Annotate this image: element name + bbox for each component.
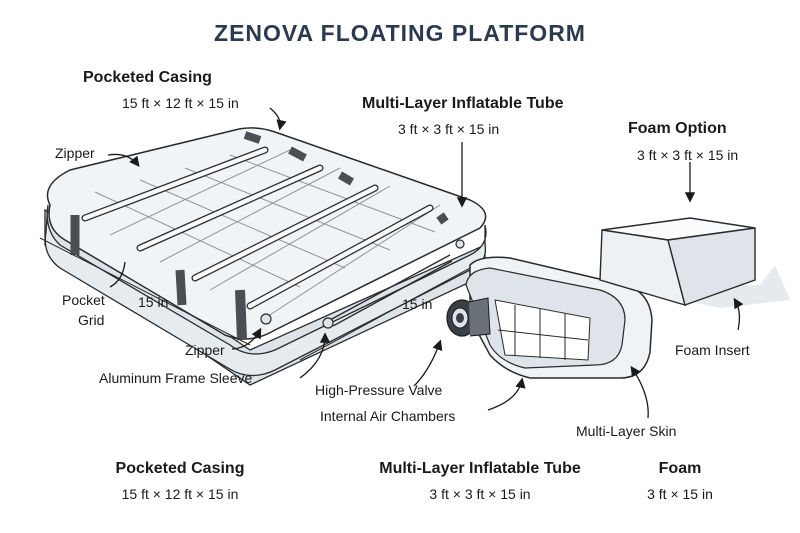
- chambers-label: Internal Air Chambers: [320, 408, 456, 424]
- frame-sleeve-label: Aluminum Frame Sleeve: [99, 370, 253, 386]
- grid-label: Grid: [78, 312, 105, 328]
- zipper-top-label: Zipper: [55, 145, 95, 161]
- valve-label: High-Pressure Valve: [315, 382, 443, 398]
- summary-foam-dims: 3 ft × 15 in: [647, 486, 713, 502]
- diagram-title: ZENOVA FLOATING PLATFORM: [214, 20, 586, 46]
- tube-callout-dims: 3 ft × 3 ft × 15 in: [398, 121, 500, 137]
- depth-left-label: 15 in: [138, 294, 169, 310]
- foam-block-drawing: [599, 217, 790, 308]
- zipper-bottom-label: Zipper: [185, 342, 225, 358]
- casing-callout-dims: 15 ft × 12 ft × 15 in: [122, 95, 239, 111]
- summary-tube-dims: 3 ft × 3 ft × 15 in: [429, 486, 531, 502]
- foam-insert-label: Foam Insert: [675, 342, 750, 358]
- pocketed-casing-drawing: [39, 127, 487, 386]
- foam-callout-dims: 3 ft × 3 ft × 15 in: [637, 147, 739, 163]
- foam-callout-title: Foam Option: [628, 120, 727, 137]
- pocket-label: Pocket: [62, 292, 105, 308]
- casing-callout-title: Pocketed Casing: [83, 69, 212, 86]
- tube-callout-title: Multi-Layer Inflatable Tube: [362, 95, 564, 112]
- skin-label: Multi-Layer Skin: [576, 423, 677, 439]
- leader-lines: [107, 107, 744, 419]
- summary-casing-dims: 15 ft × 12 ft × 15 in: [121, 486, 239, 502]
- summary-casing-title: Pocketed Casing: [115, 460, 245, 477]
- summary-tube-title: Multi-Layer Inflatable Tube: [379, 460, 581, 477]
- summary-foam-title: Foam: [658, 460, 702, 477]
- depth-right-label: 15 in: [402, 296, 433, 312]
- inflatable-tube-drawing: [446, 256, 653, 379]
